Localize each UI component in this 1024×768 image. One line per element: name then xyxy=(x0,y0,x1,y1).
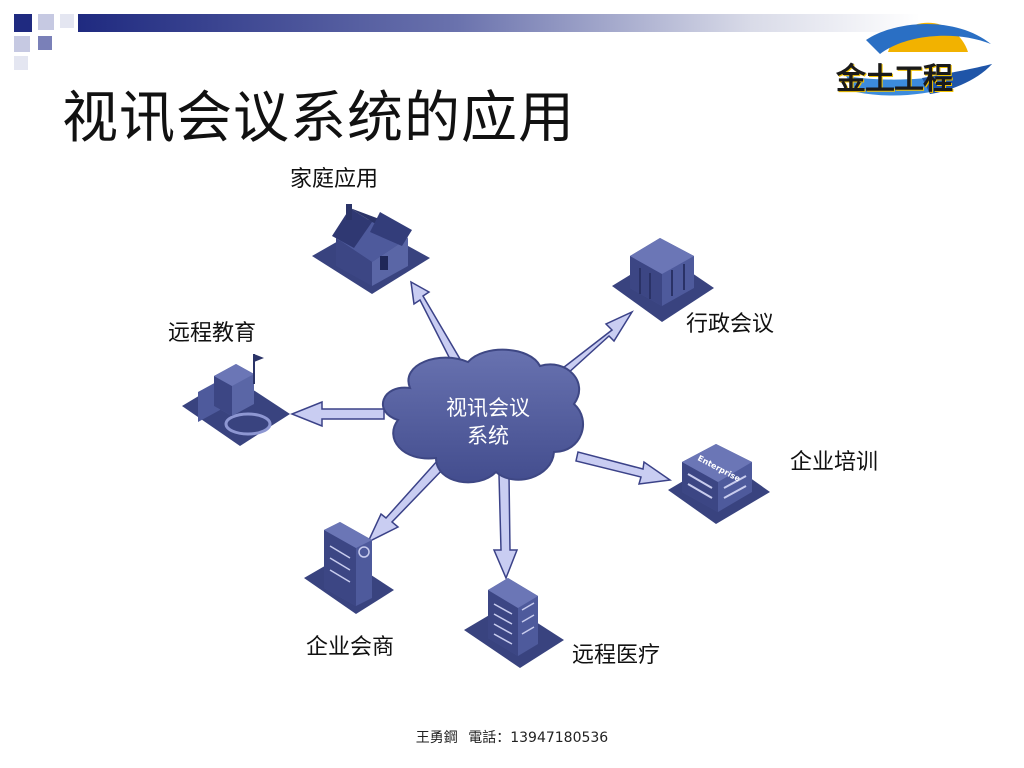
corner-square-4 xyxy=(14,36,30,52)
center-node-label: 视讯会议 系统 xyxy=(400,394,576,450)
label-government: 行政会议 xyxy=(686,312,775,337)
logo-swoosh-icon xyxy=(846,22,992,96)
label-finance: 企业会商 xyxy=(306,635,395,660)
label-home: 家庭应用 xyxy=(290,167,379,192)
logo-text: 金土工程 xyxy=(836,62,953,97)
arrow-to-home xyxy=(410,280,462,365)
medical-building-icon xyxy=(464,578,564,668)
label-medical: 远程医疗 xyxy=(572,643,661,668)
footer-name: 王勇鋼 xyxy=(415,730,458,746)
label-enterprise: 企业培训 xyxy=(790,450,879,475)
corner-square-6 xyxy=(14,56,28,70)
footer: 王勇鋼 電話：13947180536 xyxy=(0,727,1024,747)
center-node-line2: 系统 xyxy=(467,424,509,448)
house-icon xyxy=(312,204,430,294)
corner-square-5 xyxy=(38,36,52,50)
corner-square-2 xyxy=(38,14,54,30)
arrow-to-education xyxy=(289,400,385,428)
education-building-icon: Education xyxy=(182,354,290,457)
footer-phone: 電話：13947180536 xyxy=(468,730,609,746)
finance-building-icon: Finance xyxy=(304,522,395,621)
enterprise-building-icon: Enterprise xyxy=(668,444,770,524)
label-education: 远程教育 xyxy=(168,321,257,346)
header-gradient-bar xyxy=(78,14,920,32)
corner-square-3 xyxy=(60,14,74,28)
slide-title: 视讯会议系统的应用 xyxy=(62,86,575,151)
corner-square-1 xyxy=(14,14,32,32)
cloud-node xyxy=(381,348,584,484)
arrow-to-enterprise xyxy=(575,451,673,485)
arrow-to-finance xyxy=(366,458,448,544)
center-node-line1: 视讯会议 xyxy=(446,396,530,420)
government-building-icon: Government xyxy=(612,238,723,329)
arrow-to-medical xyxy=(492,474,519,580)
